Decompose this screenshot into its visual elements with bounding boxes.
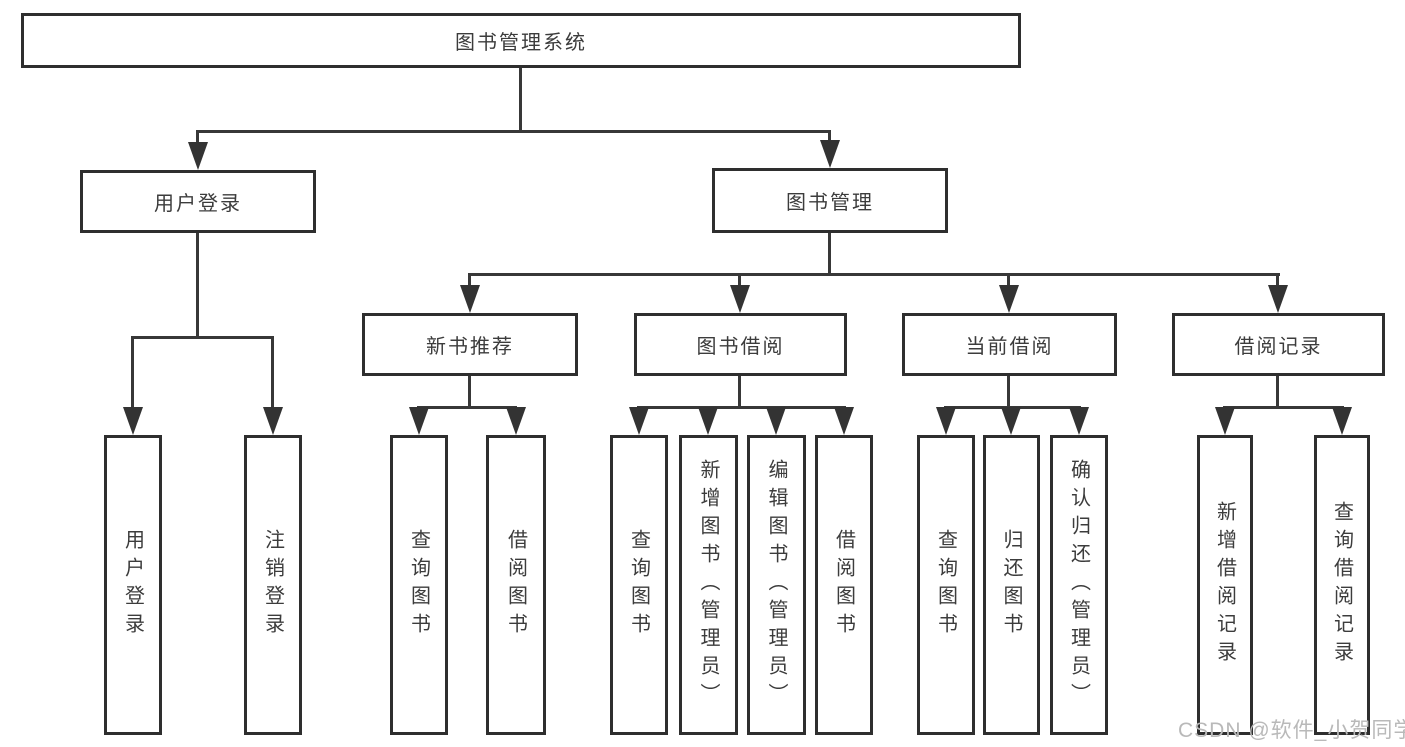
arrow-down-icon bbox=[1332, 407, 1352, 435]
arrow-down-icon bbox=[409, 407, 429, 435]
connector-line bbox=[828, 130, 831, 142]
node-borrow-records: 借阅记录 bbox=[1172, 313, 1385, 376]
leaf-user-login-label: 用户登录 bbox=[121, 529, 144, 641]
leaf-edit-books-admin-label: 编辑图书（管理员） bbox=[765, 459, 787, 711]
node-book-borrow: 图书借阅 bbox=[634, 313, 847, 376]
arrow-down-icon bbox=[766, 407, 786, 435]
leaf-confirm-return-admin: 确认归还（管理员） bbox=[1050, 435, 1108, 735]
leaf-add-borrow-record: 新增借阅记录 bbox=[1197, 435, 1253, 735]
connector-line bbox=[468, 376, 471, 406]
leaf-borrow-books-recommend-label: 借阅图书 bbox=[504, 529, 527, 641]
leaf-user-login: 用户登录 bbox=[104, 435, 162, 735]
leaf-query-books-recommend: 查询图书 bbox=[390, 435, 448, 735]
leaf-edit-books-admin: 编辑图书（管理员） bbox=[747, 435, 806, 735]
arrow-down-icon bbox=[1069, 407, 1089, 435]
leaf-add-books-admin-label: 新增图书（管理员） bbox=[697, 459, 719, 711]
connector-line bbox=[738, 273, 741, 287]
arrow-down-icon bbox=[263, 407, 283, 435]
arrow-down-icon bbox=[123, 407, 143, 435]
arrow-down-icon bbox=[1001, 407, 1021, 435]
leaf-borrow-books: 借阅图书 bbox=[815, 435, 873, 735]
connector-line bbox=[468, 273, 471, 287]
node-library-system-label: 图书管理系统 bbox=[455, 32, 587, 54]
arrow-down-icon bbox=[1215, 407, 1235, 435]
connector-line bbox=[738, 376, 741, 406]
node-current-borrow-label: 当前借阅 bbox=[965, 336, 1054, 358]
leaf-logout-label: 注销登录 bbox=[261, 529, 284, 641]
node-borrow-records-label: 借阅记录 bbox=[1234, 336, 1323, 358]
arrow-down-icon bbox=[460, 285, 480, 313]
connector-line bbox=[196, 130, 199, 144]
leaf-query-books-borrow: 查询图书 bbox=[610, 435, 668, 735]
leaf-confirm-return-admin-label: 确认归还（管理员） bbox=[1067, 459, 1090, 711]
connector-line bbox=[1276, 376, 1279, 406]
arrow-down-icon bbox=[999, 285, 1019, 313]
node-new-book-recommend-label: 新书推荐 bbox=[426, 336, 514, 358]
node-current-borrow: 当前借阅 bbox=[902, 313, 1117, 376]
node-user-login: 用户登录 bbox=[80, 170, 316, 233]
leaf-query-borrow-record: 查询借阅记录 bbox=[1314, 435, 1370, 735]
leaf-return-books-label: 归还图书 bbox=[1000, 529, 1022, 641]
connector-line bbox=[519, 68, 522, 130]
leaf-return-books: 归还图书 bbox=[983, 435, 1040, 735]
leaf-query-borrow-record-label: 查询借阅记录 bbox=[1330, 501, 1353, 669]
arrow-down-icon bbox=[820, 140, 840, 168]
connector-line bbox=[131, 336, 274, 339]
connector-line bbox=[1007, 376, 1010, 406]
connector-line bbox=[1007, 273, 1010, 287]
arrow-down-icon bbox=[1268, 285, 1288, 313]
leaf-borrow-books-recommend: 借阅图书 bbox=[486, 435, 546, 735]
leaf-add-borrow-record-label: 新增借阅记录 bbox=[1213, 501, 1236, 669]
connector-line bbox=[196, 130, 831, 133]
connector-line bbox=[1223, 406, 1344, 409]
connector-line bbox=[417, 406, 517, 409]
connector-line bbox=[196, 233, 199, 336]
arrow-down-icon bbox=[629, 407, 649, 435]
arrow-down-icon bbox=[188, 142, 208, 170]
csdn-watermark: CSDN @软件_小贺同学 bbox=[1178, 719, 1405, 742]
node-book-management: 图书管理 bbox=[712, 168, 948, 233]
node-book-borrow-label: 图书借阅 bbox=[696, 336, 785, 358]
node-library-system: 图书管理系统 bbox=[21, 13, 1021, 68]
node-book-management-label: 图书管理 bbox=[786, 192, 874, 214]
leaf-query-books-current: 查询图书 bbox=[917, 435, 975, 735]
connector-line bbox=[1276, 273, 1279, 287]
connector-line bbox=[637, 406, 846, 409]
leaf-query-books-current-label: 查询图书 bbox=[934, 529, 957, 641]
leaf-query-books-recommend-label: 查询图书 bbox=[407, 529, 430, 641]
arrow-down-icon bbox=[834, 407, 854, 435]
arrow-down-icon bbox=[698, 407, 718, 435]
leaf-add-books-admin: 新增图书（管理员） bbox=[679, 435, 738, 735]
connector-line bbox=[271, 336, 274, 407]
connector-line bbox=[468, 273, 1280, 276]
connector-line bbox=[828, 233, 831, 273]
arrow-down-icon bbox=[936, 407, 956, 435]
connector-line bbox=[131, 336, 134, 407]
node-user-login-label: 用户登录 bbox=[154, 193, 242, 215]
arrow-down-icon bbox=[506, 407, 526, 435]
leaf-query-books-borrow-label: 查询图书 bbox=[627, 529, 650, 641]
leaf-borrow-books-label: 借阅图书 bbox=[832, 529, 855, 641]
node-new-book-recommend: 新书推荐 bbox=[362, 313, 578, 376]
arrow-down-icon bbox=[730, 285, 750, 313]
leaf-logout: 注销登录 bbox=[244, 435, 302, 735]
